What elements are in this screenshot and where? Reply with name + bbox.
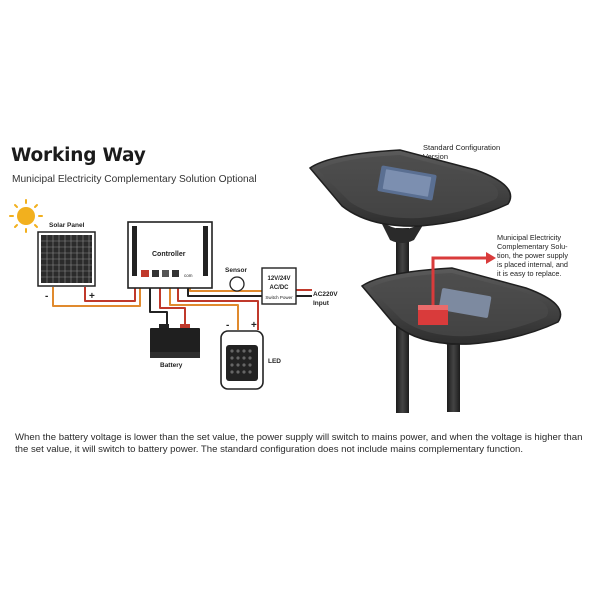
battery-pack-municipal <box>438 288 492 318</box>
standard-config-line1: Standard Configuration <box>423 143 500 152</box>
sensor-label: Sensor <box>225 267 248 274</box>
solar-plus-label: + <box>89 291 95 302</box>
controller <box>127 221 213 289</box>
street-lamp-municipal <box>360 267 562 345</box>
wire-battery-negative <box>149 285 168 325</box>
ac-input-label: Input <box>313 300 330 307</box>
sensor-icon <box>229 276 245 292</box>
wire-led-positive <box>177 285 259 330</box>
switch-power-label: Switch Power <box>265 295 293 300</box>
caption-text: When the battery voltage is lower than t… <box>15 432 583 455</box>
wire-battery-positive <box>159 285 186 325</box>
standard-config-line2: Version <box>423 152 448 161</box>
controller-button <box>152 270 159 277</box>
controller-label: Controller <box>152 251 186 258</box>
battery-label: Battery <box>160 362 183 369</box>
wire-solar-negative <box>52 285 141 307</box>
led-label: LED <box>268 358 281 365</box>
street-lamp-standard <box>308 149 512 227</box>
battery <box>150 324 200 358</box>
wire-led-negative <box>169 285 239 330</box>
led-plus-label: + <box>251 320 257 331</box>
solar-minus-label: - <box>45 291 48 302</box>
controller-brand: com <box>184 273 193 278</box>
page-subtitle: Municipal Electricity Complementary Solu… <box>12 174 257 185</box>
controller-button <box>162 270 169 277</box>
municipal-note-line: is placed internal, and <box>497 260 568 269</box>
municipal-note-line: Municipal Electricity <box>497 233 561 242</box>
municipal-note: Municipal Electricity Complementary Solu… <box>497 233 568 278</box>
municipal-note-line: Complementary Solu- <box>497 242 568 251</box>
controller-button <box>172 270 179 277</box>
page-title: Working Way <box>11 145 146 166</box>
solar-panel-label: Solar Panel <box>49 222 85 229</box>
wire-solar-positive <box>84 285 136 302</box>
ac-voltage-label: AC220V <box>313 291 338 298</box>
led-minus-label: - <box>226 320 229 331</box>
switch-power <box>261 267 297 305</box>
switch-power-type: AC/DC <box>270 285 290 291</box>
controller-led-red <box>141 270 149 277</box>
switch-power-voltage: 12V/24V <box>267 276 290 282</box>
municipal-note-line: it is easy to replace. <box>497 269 562 278</box>
municipal-note-line: tion, the power supply <box>497 251 568 260</box>
pointer-arrow <box>431 252 496 305</box>
solar-panel <box>37 231 96 287</box>
led-lamp <box>220 330 264 390</box>
sun-icon <box>9 199 43 233</box>
lamp-pole-front <box>447 332 460 412</box>
